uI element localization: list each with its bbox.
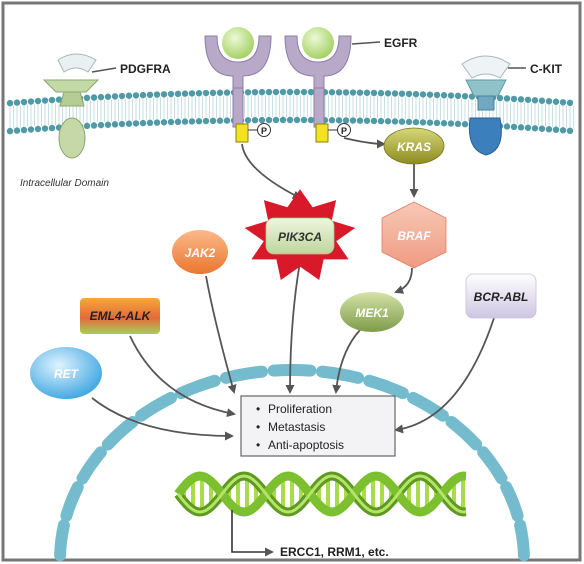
egfr-pointer (351, 41, 381, 45)
kras-node (383, 127, 445, 165)
jak2-node (172, 230, 228, 274)
nuclear-envelope (54, 364, 530, 562)
jak2-label: JAK2 (185, 246, 216, 260)
pdgfra-receptor (42, 53, 100, 159)
phospho-icon (337, 123, 351, 137)
eml4-alk-label: EML4-ALK (90, 309, 152, 323)
kras-label: KRAS (397, 140, 431, 154)
outcome-bullet: • (256, 420, 260, 434)
egf-ligand (302, 27, 334, 59)
bcr-abl-label: BCR-ABL (474, 290, 529, 304)
bcr-abl-node (465, 273, 537, 319)
egf-ligand (222, 27, 254, 59)
outcome-item-proliferation: Proliferation (268, 402, 332, 416)
arrow-egfr-to-pik3ca (241, 143, 302, 199)
arrow-braf-to-mek1 (394, 267, 413, 294)
arrow-pik3ca-to-outcomes (285, 261, 301, 394)
arrow-egfr-to-kras (343, 137, 386, 149)
dna-target-label: ERCC1, RRM1, etc. (280, 545, 389, 559)
phospho-label: P (261, 126, 267, 136)
pdgfra-pointer (91, 67, 117, 73)
outcome-bullet: • (256, 438, 260, 452)
pik3ca-label: PIK3CA (278, 230, 322, 244)
outcome-item-metastasis: Metastasis (268, 420, 325, 434)
pik3ca-node (265, 217, 335, 255)
phospho-label: P (341, 126, 347, 136)
braf-label: BRAF (397, 229, 431, 243)
outcome-bullet: • (256, 402, 260, 416)
arrow-eml4alk-to-outcomes (129, 335, 236, 418)
dna-helix (174, 471, 467, 517)
mek1-label: MEK1 (355, 306, 389, 320)
phospho-icon (257, 123, 271, 137)
egfr-kinase-domain-right (315, 123, 329, 143)
arrow-ret-to-outcomes (91, 397, 234, 441)
braf-node (381, 201, 447, 269)
ckit-receptor (461, 55, 511, 156)
egfr-label: EGFR (384, 36, 418, 50)
egfr-kinase-domain-left (235, 123, 249, 143)
ret-label: RET (54, 367, 80, 381)
egfr-receptor-dimer (204, 27, 352, 128)
cell-membrane (6, 88, 574, 135)
mek1-node (340, 292, 404, 332)
outcome-item-anti-apoptosis: Anti-apoptosis (268, 438, 344, 452)
arrow-bcrabl-to-outcomes (394, 317, 495, 434)
signal-arrows (91, 137, 495, 441)
intracellular-domain-label: Intracellular Domain (20, 178, 109, 189)
pdgfra-label: PDGFRA (120, 62, 171, 76)
dna-target-bracket (231, 510, 274, 557)
outcomes-box (240, 395, 396, 457)
eml4-alk-node (80, 298, 160, 334)
ret-node (30, 347, 102, 399)
arrow-jak2-to-outcomes (205, 275, 237, 394)
ckit-label: C-KIT (530, 62, 563, 76)
arrow-mek1-to-outcomes (332, 329, 361, 394)
